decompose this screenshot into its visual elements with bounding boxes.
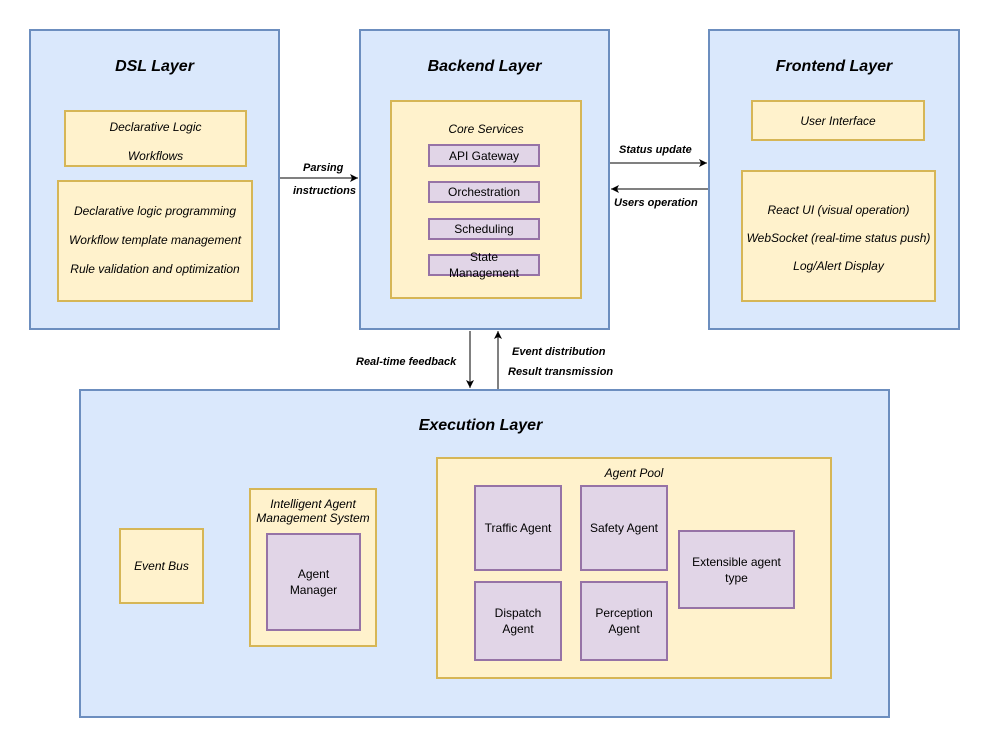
agent-manager-node: Agent Manager <box>266 533 361 631</box>
declarative-logic-text: Declarative Logic <box>109 120 202 134</box>
orchestration-node: Orchestration <box>428 181 540 203</box>
iams-title: Intelligent Agent Management System <box>256 497 370 525</box>
dsl-feature: Rule validation and optimization <box>70 262 240 276</box>
frontend-features-box: React UI (visual operation) WebSocket (r… <box>741 170 936 302</box>
execution-layer-title: Execution Layer <box>418 417 543 434</box>
frontend-layer-title: Frontend Layer <box>775 58 893 75</box>
frontend-layer: Frontend Layer User Interface React UI (… <box>708 29 960 330</box>
frontend-feature: React UI (visual operation) <box>767 203 910 217</box>
dsl-layer-title: DSL Layer <box>115 58 194 75</box>
backend-layer-title: Backend Layer <box>427 58 542 75</box>
perception-agent-node: Perception Agent <box>580 581 668 661</box>
traffic-agent-node: Traffic Agent <box>474 485 562 571</box>
api-gateway-node: API Gateway <box>428 144 540 167</box>
event-bus-text: Event Bus <box>134 559 189 573</box>
user-interface-text: User Interface <box>800 113 876 128</box>
dsl-feature: Workflow template management <box>68 233 242 247</box>
dsl-layer: DSL Layer Declarative Logic Workflows De… <box>29 29 280 330</box>
frontend-feature: Log/Alert Display <box>793 259 884 273</box>
agent-pool-title: Agent Pool <box>604 466 664 480</box>
declarative-logic-box: Declarative Logic Workflows <box>64 110 247 167</box>
result-transmission-label: Result transmission <box>508 366 614 378</box>
event-distribution-label: Event distribution <box>512 346 606 358</box>
workflows-text: Workflows <box>127 149 184 163</box>
status-update-label: Status update <box>619 144 692 156</box>
realtime-feedback-label: Real-time feedback <box>356 356 457 368</box>
event-bus-box: Event Bus <box>119 528 204 604</box>
frontend-feature: WebSocket (real-time status push) <box>746 231 931 245</box>
core-services-title: Core Services <box>448 122 524 136</box>
scheduling-node: Scheduling <box>428 218 540 240</box>
extensible-agent-node: Extensible agent type <box>678 530 795 609</box>
dsl-features-box: Declarative logic programming Workflow t… <box>57 180 253 302</box>
safety-agent-node: Safety Agent <box>580 485 668 571</box>
parsing-label: Parsing <box>303 162 344 174</box>
backend-layer: Backend Layer Core Services <box>359 29 610 330</box>
dispatch-agent-node: Dispatch Agent <box>474 581 562 661</box>
users-operation-label: Users operation <box>614 197 698 209</box>
dsl-feature: Declarative logic programming <box>73 204 237 218</box>
user-interface-box: User Interface <box>751 100 925 141</box>
state-management-node: State Management <box>428 250 540 280</box>
instructions-label: instructions <box>293 185 356 197</box>
